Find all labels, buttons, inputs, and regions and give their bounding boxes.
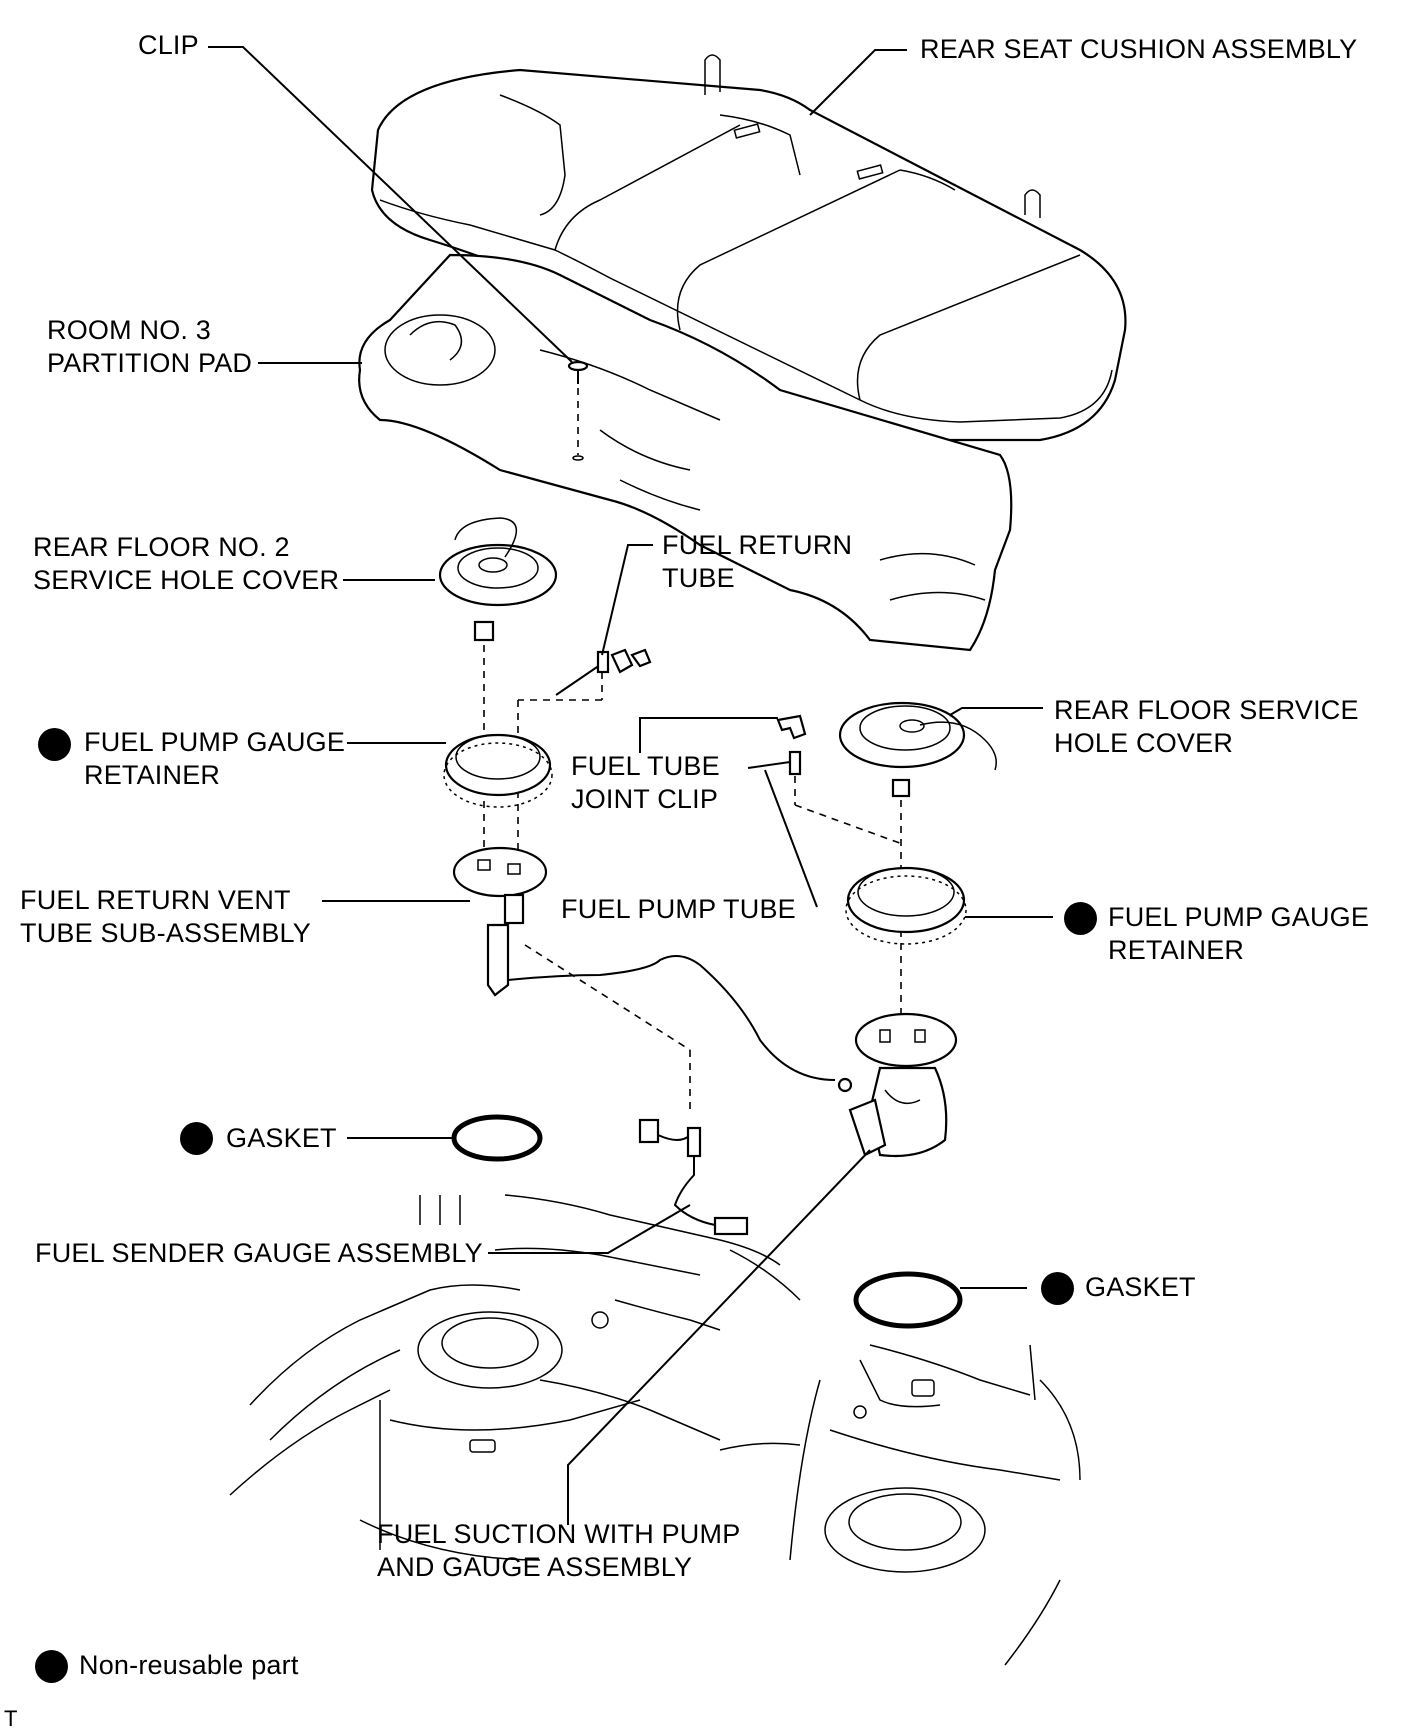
gasket-right-part	[853, 1271, 963, 1329]
label-rear-floor-no2-line2: SERVICE HOLE COVER	[33, 565, 340, 595]
retainer-right-part	[845, 866, 967, 945]
label-retainer-right-line2: RETAINER	[1108, 935, 1245, 965]
fuel-suction-assembly-part	[837, 1012, 958, 1158]
fuel-return-tube-part	[517, 648, 634, 850]
label-gasket-left: GASKET	[226, 1123, 337, 1153]
fuel-tube-joint-clips-part	[630, 648, 807, 740]
label-fuel-return-vent-line1: FUEL RETURN VENT	[20, 885, 291, 915]
label-retainer-right-line1: FUEL PUMP GAUGE	[1108, 902, 1370, 932]
label-rear-seat-cushion: REAR SEAT CUSHION ASSEMBLY	[920, 34, 1358, 64]
room-partition-pad	[358, 253, 1013, 652]
fuel-return-vent-part	[452, 846, 836, 1110]
legend-label: Non-reusable part	[79, 1650, 299, 1680]
label-retainer-left-line2: RETAINER	[84, 760, 221, 790]
label-fuel-return-vent-line2: TUBE SUB-ASSEMBLY	[20, 918, 311, 948]
label-rear-floor-no2-line1: REAR FLOOR NO. 2	[33, 532, 290, 562]
fuel-tank-floor-left	[229, 1194, 801, 1561]
label-fuel-tube-joint-clip-line2: JOINT CLIP	[571, 784, 719, 814]
gasket-left-part	[451, 1114, 543, 1162]
non-reusable-mark-gasket-left	[180, 1122, 213, 1155]
rear-floor-service-cover-part	[838, 701, 997, 1020]
non-reusable-mark-retainer-left	[38, 728, 71, 761]
non-reusable-mark-retainer-right	[1064, 902, 1097, 935]
label-rear-floor-service-line2: HOLE COVER	[1054, 728, 1234, 758]
label-fuel-pump-tube: FUEL PUMP TUBE	[561, 894, 796, 924]
label-fuel-suction-line2: AND GAUGE ASSEMBLY	[377, 1552, 693, 1582]
fuel-pump-tube-part	[747, 750, 906, 846]
label-fuel-tube-joint-clip-line1: FUEL TUBE	[571, 751, 720, 781]
label-clip: CLIP	[138, 30, 199, 60]
fuel-tank-floor-right	[719, 1344, 1081, 1666]
corner-mark: T	[4, 1706, 18, 1731]
label-fuel-sender-gauge: FUEL SENDER GAUGE ASSEMBLY	[35, 1238, 483, 1268]
label-fuel-return-tube-line2: TUBE	[662, 563, 735, 593]
label-fuel-suction-line1: FUEL SUCTION WITH PUMP	[377, 1519, 741, 1549]
fuel-sender-gauge-part	[638, 1118, 749, 1236]
retainer-left-part	[443, 733, 553, 808]
clip-part	[567, 360, 589, 461]
label-room-partition-pad-line2: PARTITION PAD	[47, 348, 253, 378]
label-retainer-left-line1: FUEL PUMP GAUGE	[84, 727, 346, 757]
legend-dot	[35, 1650, 68, 1683]
non-reusable-mark-gasket-right	[1041, 1272, 1074, 1305]
label-room-partition-pad-line1: ROOM NO. 3	[47, 315, 212, 345]
rear-floor-no2-cover-part	[438, 517, 558, 850]
leader-lines	[208, 46, 1053, 1525]
label-rear-floor-service-line1: REAR FLOOR SERVICE	[1054, 695, 1359, 725]
rear-seat-cushion	[370, 54, 1127, 442]
label-gasket-right: GASKET	[1085, 1272, 1196, 1302]
label-fuel-return-tube-line1: FUEL RETURN	[662, 530, 853, 560]
